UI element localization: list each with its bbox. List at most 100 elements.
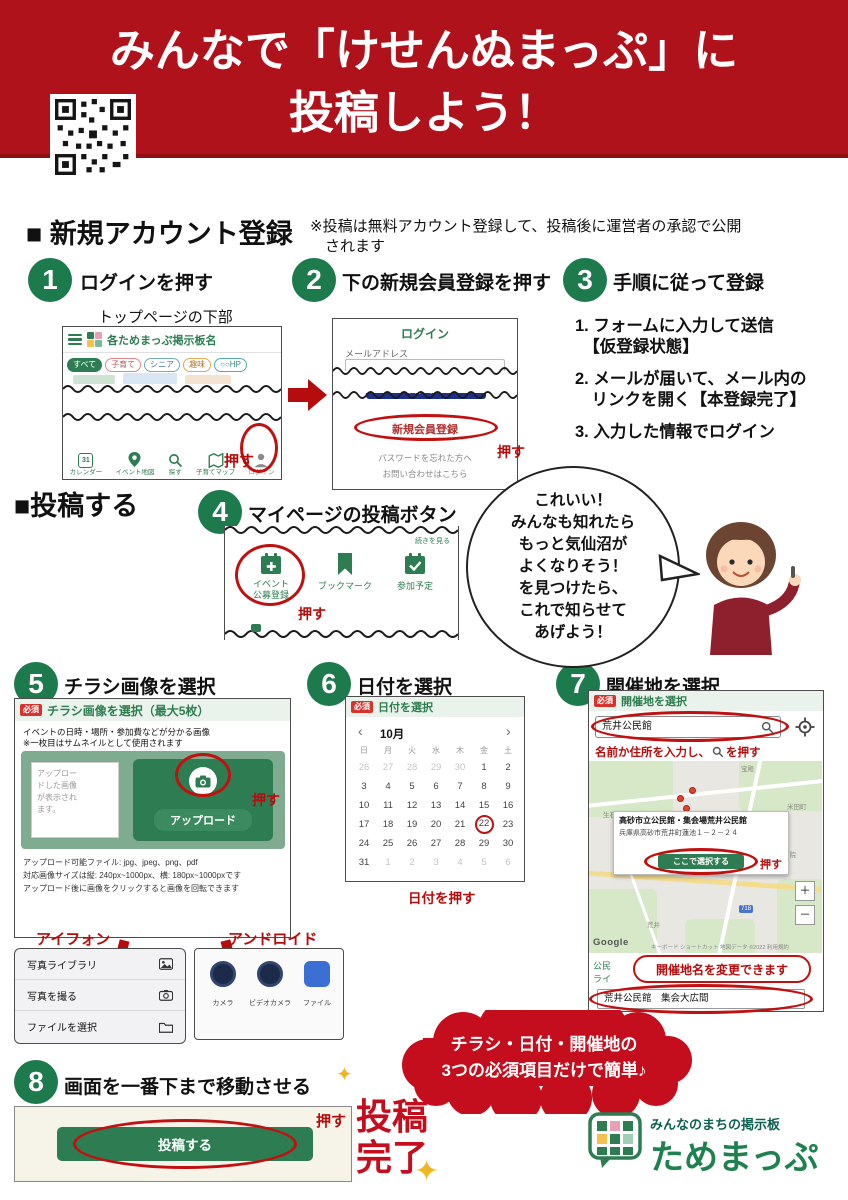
prev-month-button[interactable]: ‹ bbox=[358, 723, 363, 739]
date-cell[interactable]: 6 bbox=[505, 857, 511, 868]
nav-item-calendar[interactable]: 31 カレンダー bbox=[70, 452, 102, 477]
calendar-check-icon bbox=[405, 553, 425, 574]
menu-icon[interactable] bbox=[68, 333, 82, 346]
upload-desc-1: イベントの日時・場所・参加費などが分かる画像 bbox=[23, 727, 211, 737]
android-label: アンドロイド bbox=[228, 931, 318, 948]
android-video-item[interactable]: ビデオカメラ bbox=[248, 961, 292, 1008]
date-cell[interactable]: 26 bbox=[358, 762, 370, 773]
board-name: 各ためまっぷ掲示板名 bbox=[107, 334, 217, 347]
date-cell[interactable]: 15 bbox=[478, 800, 490, 811]
register-link[interactable]: 新規会員登録 bbox=[392, 424, 458, 436]
date-cell[interactable]: 24 bbox=[358, 838, 370, 849]
filter-chip[interactable]: ○○HP bbox=[214, 358, 247, 372]
date-cell[interactable]: 12 bbox=[406, 800, 418, 811]
filter-chip[interactable]: 子育て bbox=[105, 358, 142, 372]
date-cell[interactable]: 3 bbox=[361, 781, 367, 792]
next-month-button[interactable]: › bbox=[506, 723, 511, 739]
date-cell[interactable]: 27 bbox=[430, 838, 442, 849]
page-header: みんなで「けせんぬまっぷ」に 投稿しよう！ bbox=[0, 0, 848, 158]
torn-edge bbox=[63, 413, 281, 421]
nav-item-event-map[interactable]: イベント地図 bbox=[115, 451, 154, 477]
zoom-out-button[interactable]: － bbox=[795, 905, 815, 925]
date-cell[interactable]: 3 bbox=[433, 857, 439, 868]
date-cell[interactable]: 17 bbox=[358, 819, 370, 830]
more-link[interactable]: 続きを見る bbox=[415, 538, 450, 545]
android-file-item[interactable]: ファイル bbox=[295, 961, 339, 1008]
date-cell[interactable]: 28 bbox=[454, 838, 466, 849]
logo-name: ためまっぷ bbox=[650, 1139, 819, 1177]
choose-file-item[interactable]: ファイルを選択 bbox=[15, 1011, 185, 1042]
date-cell[interactable]: 2 bbox=[409, 857, 415, 868]
date-cell[interactable]: 23 bbox=[502, 819, 514, 830]
map-place-label: 宝殿 bbox=[741, 766, 754, 773]
date-cell[interactable]: 10 bbox=[358, 800, 370, 811]
date-cell[interactable]: 1 bbox=[481, 762, 487, 773]
date-cell[interactable]: 26 bbox=[406, 838, 418, 849]
date-cell[interactable]: 21 bbox=[454, 819, 466, 830]
upload-header: チラシ画像を選択（最大5枚） bbox=[47, 703, 210, 718]
take-photo-item[interactable]: 写真を撮る bbox=[15, 980, 185, 1011]
contact-link[interactable]: お問い合わせはこちら bbox=[382, 469, 468, 479]
date-cell[interactable]: 7 bbox=[457, 781, 463, 792]
venue-search-input[interactable]: 荒井公民館 bbox=[595, 716, 781, 738]
locate-icon[interactable] bbox=[795, 717, 815, 737]
upload-button[interactable]: アップロード bbox=[133, 759, 273, 841]
date-cell[interactable]: 13 bbox=[430, 800, 442, 811]
submit-button[interactable]: 投稿する bbox=[57, 1127, 313, 1161]
date-cell[interactable]: 1 bbox=[385, 857, 391, 868]
mypage-item-event-register[interactable]: イベント 公募登録 bbox=[239, 552, 303, 601]
forgot-password-link[interactable]: パスワードを忘れた方へ bbox=[378, 453, 472, 463]
torn-edge bbox=[63, 385, 281, 393]
map-screenshot: 必須 開催地を選択 荒井公民館 名前か住所を入力し、 を押す bbox=[588, 690, 824, 1014]
date-cell[interactable]: 2 bbox=[505, 762, 511, 773]
date-cell[interactable]: 9 bbox=[505, 781, 511, 792]
nav-item-search[interactable]: 探す bbox=[168, 453, 183, 477]
date-cell[interactable]: 4 bbox=[385, 781, 391, 792]
filter-chip[interactable]: シニア bbox=[144, 358, 181, 372]
select-here-button[interactable]: ここで選択する bbox=[658, 854, 744, 869]
instruction-item: 1. フォームに入力して送信 【仮登録状態】 bbox=[575, 317, 774, 357]
mypage-item-schedule[interactable]: 参加予定 bbox=[383, 552, 447, 592]
menu-item-label: 写真ライブラリ bbox=[27, 960, 97, 972]
date-cell[interactable]: 30 bbox=[502, 838, 514, 849]
date-cell[interactable]: 29 bbox=[478, 838, 490, 849]
camera-lens-icon bbox=[210, 961, 236, 987]
nav-item-kosodate-map[interactable]: 子育てマップ bbox=[196, 452, 235, 477]
filter-chip-row: すべて子育てシニア趣味○○HP bbox=[67, 358, 247, 372]
date-cell[interactable]: 4 bbox=[457, 857, 463, 868]
date-cell[interactable]: 25 bbox=[382, 838, 394, 849]
venue-name-field[interactable]: 荒井公民館 集会大広間 bbox=[597, 989, 805, 1009]
filter-chip[interactable]: 趣味 bbox=[183, 358, 212, 372]
mypage-item-bookmark[interactable]: ブックマーク bbox=[313, 552, 377, 592]
date-cell[interactable]: 29 bbox=[430, 762, 442, 773]
zoom-in-button[interactable]: ＋ bbox=[795, 881, 815, 901]
date-cell[interactable]: 11 bbox=[383, 800, 393, 811]
date-cell[interactable]: 18 bbox=[382, 819, 394, 830]
date-cell[interactable]: 30 bbox=[454, 762, 466, 773]
upload-note-1: アップロード可能ファイル: jpg、jpeg、png、pdf bbox=[23, 858, 198, 867]
date-cell[interactable]: 19 bbox=[406, 819, 418, 830]
date-cell[interactable]: 28 bbox=[406, 762, 418, 773]
date-cell[interactable]: 16 bbox=[502, 800, 514, 811]
filter-chip[interactable]: すべて bbox=[67, 358, 103, 372]
date-cell[interactable]: 5 bbox=[409, 781, 415, 792]
date-cell[interactable]: 31 bbox=[358, 857, 370, 868]
map-canvas[interactable]: 生石神社 宝殿 米田町 中央市民病院 荒井 718 高砂市立公民館・集会場荒井公… bbox=[589, 761, 822, 953]
date-cell[interactable]: 27 bbox=[382, 762, 394, 773]
iphone-label: アイフォン bbox=[36, 931, 111, 948]
date-cell[interactable]: 5 bbox=[481, 857, 487, 868]
press-label-step8: 押す bbox=[316, 1113, 347, 1130]
date-cell[interactable]: 6 bbox=[433, 781, 439, 792]
date-cell[interactable]: 8 bbox=[481, 781, 487, 792]
date-cell[interactable]: 20 bbox=[430, 819, 442, 830]
card-fragment bbox=[73, 375, 115, 384]
android-camera-item[interactable]: カメラ bbox=[201, 961, 245, 1008]
date-cell[interactable]: 14 bbox=[454, 800, 466, 811]
step-4-title: マイページの投稿ボタン bbox=[248, 505, 457, 526]
step-1-badge: 1 bbox=[28, 258, 72, 302]
photo-library-item[interactable]: 写真ライブラリ bbox=[15, 949, 185, 980]
date-cell[interactable]: 22 bbox=[474, 815, 494, 834]
search-icon[interactable] bbox=[761, 721, 774, 734]
rename-hint: 開催地名を変更できます bbox=[633, 955, 811, 983]
